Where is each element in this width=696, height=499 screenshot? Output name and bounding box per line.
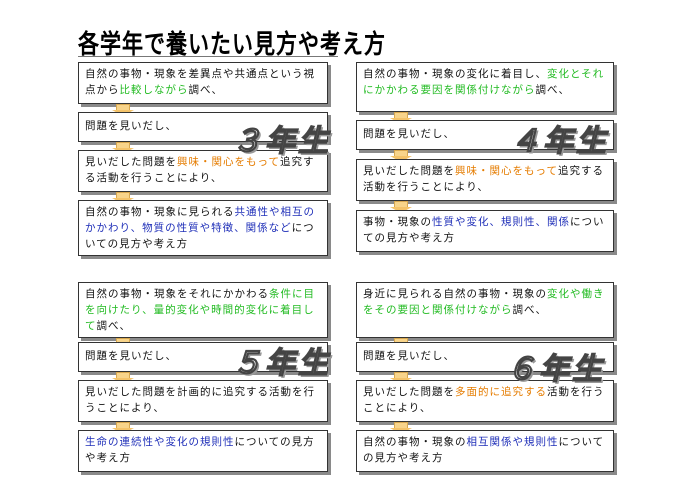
g4-box-4-text: 事物・現象の <box>363 216 432 228</box>
g5-box-2: 問題を見いだし、 <box>78 342 328 372</box>
g4-box-1-highlight: 変化とそれにかかわる要因を関係付けながら <box>363 68 605 96</box>
g4-box-1: 自然の事物・現象の変化に着目し、変化とそれにかかわる要因を関係付けながら調べ、 <box>356 62 614 112</box>
g6-box-1-highlight: 変化や働きをその要因と関係付けながら <box>363 288 605 316</box>
g4-box-3-highlight: 興味・関心をもって <box>455 165 558 177</box>
page-title: 各学年で養いたい見方や考え方 <box>78 29 386 59</box>
g4-box-4: 事物・現象の性質や変化、規則性、関係についての見方や考え方 <box>356 210 614 252</box>
g6-box-1-text: 身近に見られる自然の事物・現象の <box>363 288 547 300</box>
g4-arrow-1 <box>390 112 412 124</box>
g4-box-3-text-end: 追究する活動を行うことにより、 <box>363 165 604 193</box>
g3-box-2: 問題を見いだし、 <box>78 112 328 142</box>
g4-box-1-text: 自然の事物・現象の変化に着目し、 <box>363 68 547 80</box>
g6-box-2-text: 問題を見いだし、 <box>363 350 455 362</box>
g3-box-3-text-end: 追究する活動を行うことにより、 <box>85 156 315 184</box>
g6-arrow-2 <box>390 372 412 384</box>
g5-box-4-highlight: 生命の連続性や変化の規則性 <box>85 436 235 448</box>
g6-box-3-text-end: 活動を行うことにより、 <box>363 386 605 414</box>
g4-arrow-3 <box>390 201 412 213</box>
g3-box-1-highlight: 比較しながら <box>119 84 189 96</box>
g6-box-4-highlight: 相互関係や規則性 <box>466 436 559 448</box>
g6-box-1: 身近に見られる自然の事物・現象の変化や働きをその要因と関係付けながら調べ、 <box>356 282 614 338</box>
g5-box-1: 自然の事物・現象をそれにかかわる条件に目を向けたり、量的変化や時間的変化に着目し… <box>78 282 328 338</box>
g3-box-3-highlight: 興味・関心をもって <box>177 156 280 168</box>
grade-label-3: ３年生 <box>231 123 331 159</box>
g6-box-2: 問題を見いだし、 <box>356 342 614 372</box>
g4-box-4-text-end: についての見方や考え方 <box>363 216 605 244</box>
g4-box-1-text-end: 調べ、 <box>535 84 570 96</box>
g6-box-4: 自然の事物・現象の相互関係や規則性についての見方や考え方 <box>356 430 614 472</box>
g4-box-4-highlight: 性質や変化、規則性、関係 <box>432 216 570 228</box>
g4-box-3: 見いだした問題を興味・関心をもって追究する活動を行うことにより、 <box>356 159 614 201</box>
g3-arrow-1 <box>112 104 134 116</box>
g3-box-3: 見いだした問題を興味・関心をもって追究する活動を行うことにより、 <box>78 150 328 192</box>
g6-box-3-highlight: 多面的に追究する <box>455 386 547 398</box>
g5-box-4: 生命の連続性や変化の規則性についての見方や考え方 <box>78 430 328 472</box>
g6-box-3-text: 見いだした問題を <box>363 386 455 398</box>
g5-box-2-text: 問題を見いだし、 <box>85 350 177 362</box>
g3-arrow-3 <box>112 192 134 204</box>
g3-box-4-highlight: 共通性や相互のかかわり、物質の性質や特徴、関係など <box>85 206 315 234</box>
grade-label-6: ６年生 <box>505 351 605 387</box>
g6-box-3: 見いだした問題を多面的に追究する活動を行うことにより、 <box>356 380 614 422</box>
g3-box-4-text: 自然の事物・現象に見られる <box>85 206 235 218</box>
g5-box-1-text-end: 調べ、 <box>96 320 131 332</box>
g3-box-4-text-end: についての見方や考え方 <box>85 222 315 250</box>
g5-box-3-text: 見いだした問題を計画的に追究する活動を行うことにより、 <box>85 386 315 414</box>
g3-box-1-text: 自然の事物・現象を差異点や共通点という視点から <box>85 68 315 96</box>
g5-box-1-text: 自然の事物・現象をそれにかかわる <box>85 288 269 300</box>
g6-box-4-text: 自然の事物・現象の <box>363 436 467 448</box>
g5-arrow-2 <box>112 372 134 384</box>
title-underline <box>78 56 338 57</box>
grade-label-4: ４年生 <box>509 123 609 159</box>
g3-box-1: 自然の事物・現象を差異点や共通点という視点から比較しながら調べ、 <box>78 62 328 104</box>
g5-box-1-highlight: 条件に目を向けたり、量的変化や時間的変化に着目して <box>85 288 315 332</box>
g5-box-3: 見いだした問題を計画的に追究する活動を行うことにより、 <box>78 380 328 422</box>
g3-box-4: 自然の事物・現象に見られる共通性や相互のかかわり、物質の性質や特徴、関係などにつ… <box>78 200 328 256</box>
g3-box-3-text: 見いだした問題を <box>85 156 177 168</box>
g6-arrow-3 <box>390 422 412 434</box>
g4-arrow-2 <box>390 150 412 162</box>
g5-box-4-text-end: についての見方や考え方 <box>85 436 315 464</box>
g3-box-1-text-end: 調べ、 <box>188 84 223 96</box>
g4-box-2-text: 問題を見いだし、 <box>363 128 455 140</box>
g4-box-2: 問題を見いだし、 <box>356 120 614 150</box>
g5-arrow-3 <box>112 422 134 434</box>
grade-label-5: ５年生 <box>231 345 331 381</box>
g3-arrow-2 <box>112 142 134 154</box>
g3-box-2-text: 問題を見いだし、 <box>85 120 177 132</box>
g6-box-1-text-end: 調べ、 <box>512 304 547 316</box>
g4-box-3-text: 見いだした問題を <box>363 165 455 177</box>
g6-box-4-text-end: についての見方や考え方 <box>363 436 605 464</box>
